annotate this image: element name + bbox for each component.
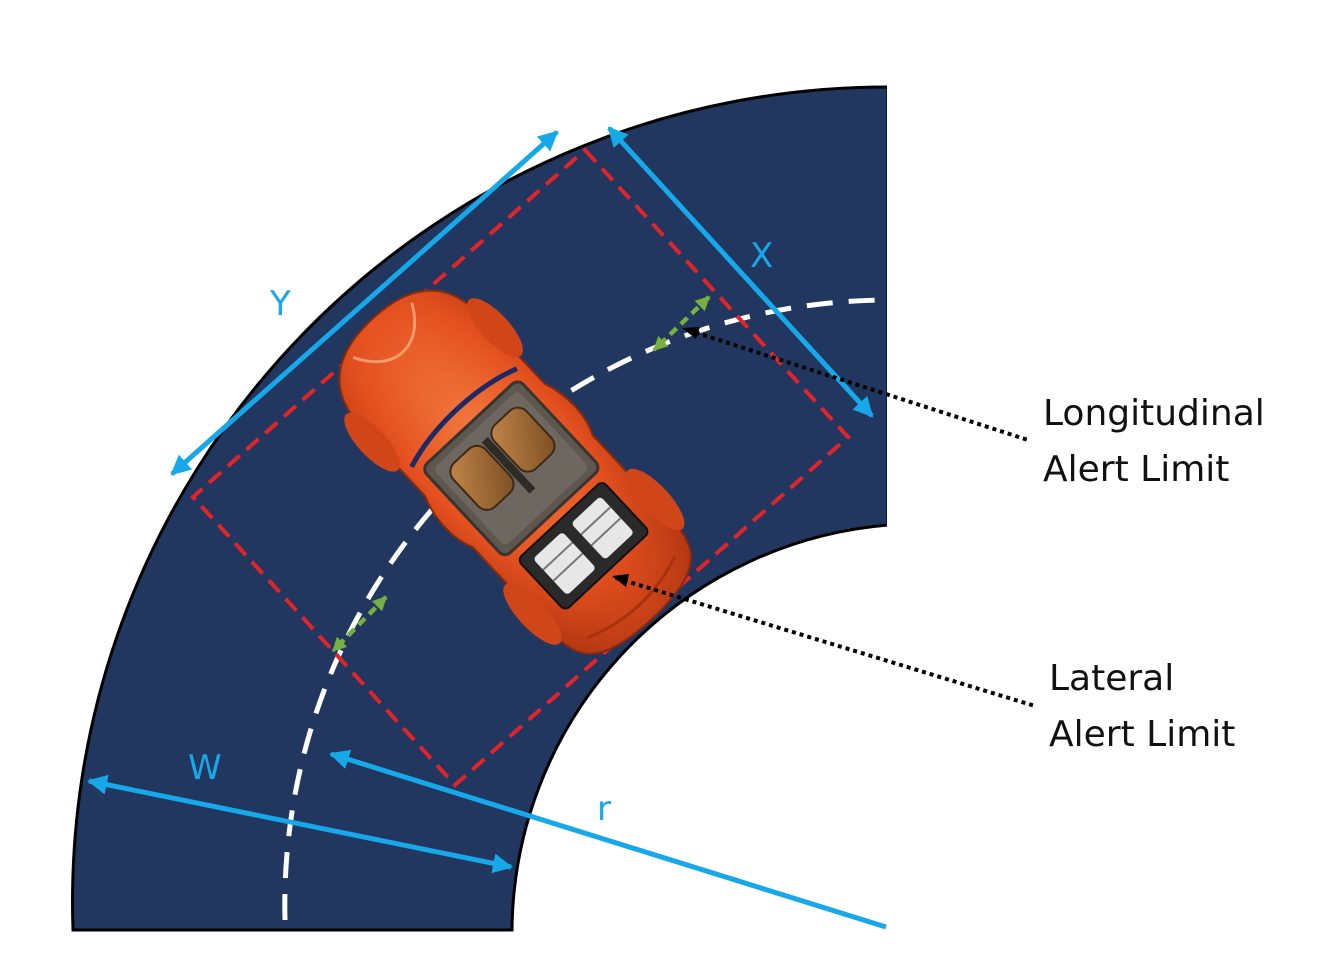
label-w: W: [188, 748, 222, 788]
dimension-arrow-y: [170, 130, 559, 476]
dimension-arrow-w: [87, 774, 513, 874]
callout-arrowhead-longitudinal: [682, 327, 700, 339]
margin-arrow-front: [652, 295, 711, 352]
label-x: X: [750, 236, 773, 276]
label-r: r: [597, 789, 611, 829]
callout-longitudinal-line2: Alert Limit: [1043, 449, 1229, 490]
label-y: Y: [269, 284, 291, 324]
callout-lateral-line1: Lateral: [1049, 658, 1174, 699]
car-top-view-icon: [338, 289, 692, 655]
dimension-arrow-x: [607, 126, 874, 418]
callout-lateral-line2: Alert Limit: [1049, 714, 1235, 755]
callout-line-lateral: [615, 576, 1036, 708]
callout-line-longitudinal: [687, 328, 1029, 442]
callout-longitudinal-line1: Longitudinal: [1043, 393, 1265, 434]
callout-arrowhead-lateral: [612, 574, 629, 587]
margin-arrow-rear: [331, 595, 388, 653]
dimension-arrow-r: [329, 749, 887, 930]
